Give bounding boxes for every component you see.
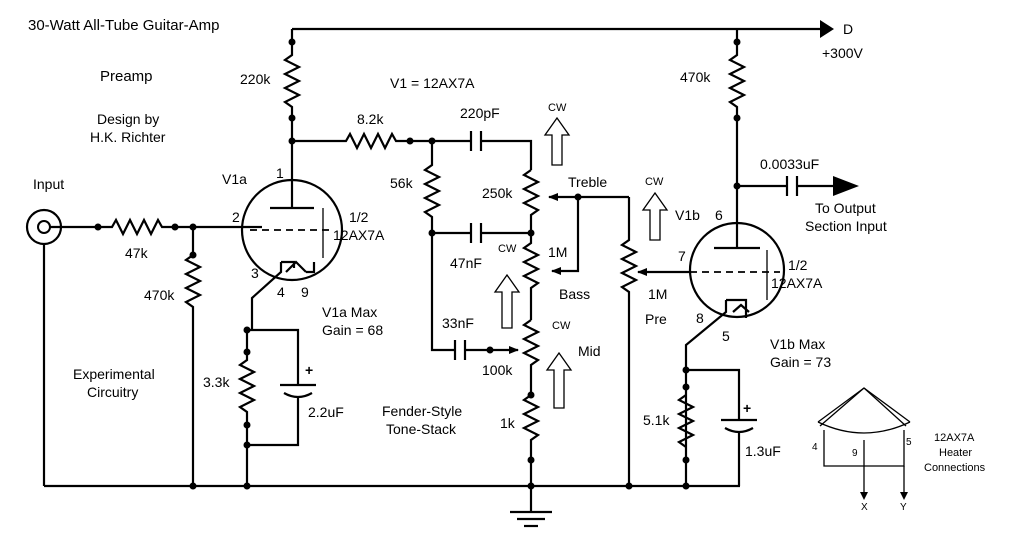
plate-resistor-v1a — [282, 29, 302, 160]
bass-cap-value: 47nF — [450, 255, 482, 271]
input-resistor-value: 47k — [125, 245, 149, 261]
v1a-pin-cathode: 3 — [251, 265, 259, 281]
treble-pot-value: 250k — [482, 185, 513, 201]
v1a-half-line1: 1/2 — [349, 209, 369, 225]
heater-pin4: 4 — [812, 442, 818, 453]
experimental-line1: Experimental — [73, 366, 155, 382]
v1b-pin-heater: 5 — [722, 328, 730, 344]
pre-pot-name: Pre — [645, 311, 667, 327]
input-resistor — [100, 217, 250, 237]
v1a-pin-heater-b: 9 — [301, 284, 309, 300]
series-resistor-value: 8.2k — [357, 111, 384, 127]
heater-x-label: X — [861, 502, 868, 513]
ground-symbol — [510, 486, 552, 528]
v1a-gain-line1: V1a Max — [322, 304, 377, 320]
tone-resistor-1k — [521, 394, 541, 486]
design-credit-line1: Design by — [97, 111, 159, 127]
heater-diagram — [817, 387, 911, 500]
tone-resistor-1k-value: 1k — [500, 415, 516, 431]
mid-pot — [521, 319, 541, 395]
tonestack-label-line2: Tone-Stack — [386, 421, 457, 437]
cathode-resistor-v1b-value: 5.1k — [643, 412, 670, 428]
tone-resistor-56k-value: 56k — [390, 175, 414, 191]
heater-y-label: Y — [900, 502, 907, 513]
v1b-pin-cathode: 8 — [696, 310, 704, 326]
series-resistor — [292, 131, 470, 151]
v1a-pin-grid: 2 — [232, 209, 240, 225]
heater-pin9: 9 — [852, 448, 858, 459]
cap-v1b-polarity: + — [743, 400, 751, 416]
supply-node-label: D — [843, 21, 853, 37]
treble-cap — [469, 131, 533, 170]
treble-pot-name: Treble — [568, 174, 607, 190]
cw-label-mid: CW — [552, 320, 571, 332]
cw-arrow-mid — [545, 351, 573, 409]
pre-pot — [619, 197, 690, 486]
cw-arrow-pre — [641, 191, 669, 241]
input-label: Input — [33, 176, 64, 192]
supply-voltage-label: +300V — [822, 45, 864, 61]
v1a-half-line2: 12AX7A — [333, 227, 385, 243]
cap-v1a-polarity: + — [305, 362, 313, 378]
bass-pot — [521, 197, 580, 320]
treble-cap-value: 220pF — [460, 105, 500, 121]
tube-v1a — [240, 160, 344, 330]
cw-label-treble: CW — [548, 102, 567, 114]
cathode-network-v1a — [237, 326, 316, 486]
mid-pot-name: Mid — [578, 343, 601, 359]
output-cap-value: 0.0033uF — [760, 156, 819, 172]
output-cap — [737, 176, 859, 196]
pre-pot-value: 1M — [648, 286, 667, 302]
v1b-gain-line1: V1b Max — [770, 336, 825, 352]
mid-cap — [453, 340, 519, 360]
experimental-line2: Circuitry — [87, 384, 138, 400]
tube-v1b — [684, 186, 786, 486]
cw-label-bass: CW — [498, 243, 517, 255]
plate-resistor-v1b — [727, 29, 747, 190]
v1b-pin-plate: 6 — [715, 207, 723, 223]
cathode-network-v1b — [676, 366, 757, 486]
design-credit-line2: H.K. Richter — [90, 129, 166, 145]
cathode-cap-v1b-value: 1.3uF — [745, 443, 781, 459]
bass-cap — [432, 223, 531, 243]
v1a-name: V1a — [222, 171, 247, 187]
ground-bus — [44, 391, 740, 490]
plate-resistor-v1a-value: 220k — [240, 71, 271, 87]
heater-title-line3: Connections — [924, 462, 986, 474]
heater-pin5: 5 — [906, 437, 912, 448]
grid-resistor — [183, 227, 203, 486]
v1b-half-line2: 12AX7A — [771, 275, 823, 291]
output-label-line1: To Output — [815, 200, 876, 216]
heater-title-line1: 12AX7A — [934, 432, 975, 444]
output-label-line2: Section Input — [805, 218, 887, 234]
plate-resistor-v1b-value: 470k — [680, 69, 711, 85]
cathode-cap-v1a-value: 2.2uF — [308, 404, 344, 420]
v1b-gain-line2: Gain = 73 — [770, 354, 831, 370]
v1a-gain-line2: Gain = 68 — [322, 322, 383, 338]
v1b-pin-grid: 7 — [678, 248, 686, 264]
bass-pot-name: Bass — [559, 286, 590, 302]
tonestack-label-line1: Fender-Style — [382, 403, 462, 419]
heater-title-line2: Heater — [939, 447, 972, 459]
cathode-resistor-v1a-value: 3.3k — [203, 374, 230, 390]
section-label: Preamp — [100, 68, 153, 85]
input-jack — [25, 208, 102, 486]
v1a-pin-heater-a: 4 — [277, 284, 285, 300]
tube-type-label: V1 = 12AX7A — [390, 75, 475, 91]
v1b-half-line1: 1/2 — [788, 257, 808, 273]
bass-pot-value: 1M — [548, 244, 567, 260]
supply-rail — [288, 20, 834, 46]
grid-resistor-value: 470k — [144, 287, 175, 303]
diagram-title: 30-Watt All-Tube Guitar-Amp — [28, 17, 219, 34]
cw-arrow-bass — [493, 273, 521, 329]
v1b-name: V1b — [675, 207, 700, 223]
cw-arrow-treble — [543, 116, 571, 166]
cw-label-pre: CW — [645, 176, 664, 188]
v1a-pin-plate: 1 — [276, 165, 284, 181]
mid-cap-value: 33nF — [442, 315, 474, 331]
mid-pot-value: 100k — [482, 362, 513, 378]
